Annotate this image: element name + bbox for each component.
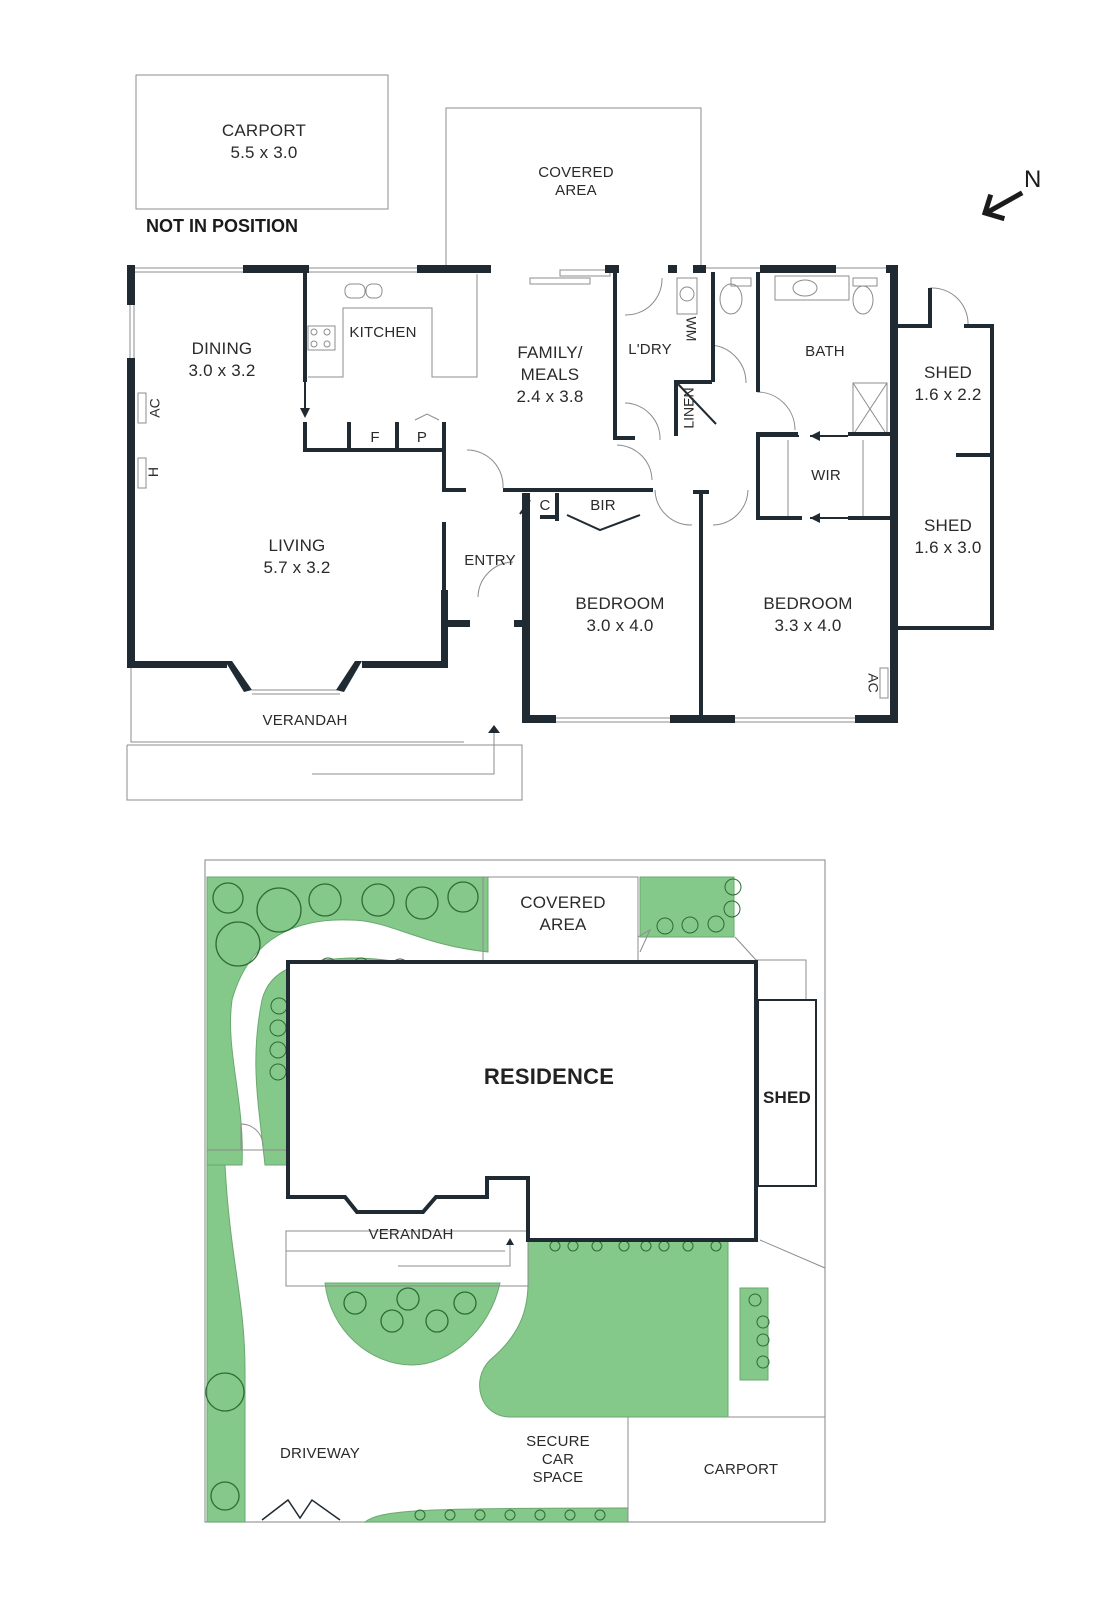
linen-label: LINEN: [680, 387, 697, 429]
garden-bottom-strip: [363, 1507, 629, 1523]
room-c: C: [539, 497, 551, 514]
covered-area-label: COVERED AREA: [538, 164, 614, 199]
covered-area-outline: [445, 107, 702, 268]
not-in-position-note: NOT IN POSITION: [146, 216, 299, 236]
garden-left-strip: [206, 1164, 246, 1523]
shrub-icons: [269, 878, 770, 1521]
carport-label: CARPORT 5.5 x 3.0: [221, 121, 307, 162]
fridge-label: F: [370, 429, 380, 446]
pantry-label: P: [416, 429, 428, 446]
driveway-label: DRIVEWAY: [280, 1445, 360, 1462]
site-carport-label: CARPORT: [703, 1461, 779, 1478]
garden-lawn: [479, 1239, 729, 1418]
ac-dining-label: AC: [146, 398, 163, 418]
room-laundry: L'DRY: [628, 341, 672, 358]
site-shed-label: SHED: [762, 1088, 812, 1107]
room-bedroom-1: BEDROOM 3.0 x 4.0: [575, 594, 665, 635]
residence-outline: [286, 960, 758, 1242]
verandah-outline: [130, 667, 464, 743]
garden-side-bed: [739, 1287, 769, 1381]
room-entry: ENTRY: [464, 552, 516, 569]
garden-curve-inner: [255, 957, 456, 1166]
site-covered-area-label: COVERED AREA: [520, 893, 606, 934]
room-living: LIVING 5.7 x 3.2: [263, 536, 331, 577]
wm-label: WM: [683, 316, 700, 342]
ac-bedroom-label: AC: [865, 673, 882, 693]
secure-car-space-label: SECURE CAR SPACE: [526, 1433, 590, 1486]
carport-outline: [135, 74, 389, 210]
garden-top-right: [639, 876, 735, 938]
floor-plan-drawing: [126, 74, 1024, 801]
room-bedroom-2: BEDROOM 3.3 x 4.0: [763, 594, 853, 635]
site-verandah-label: VERANDAH: [368, 1226, 454, 1243]
room-shed-1: SHED 1.6 x 2.2: [914, 363, 982, 404]
heater-label: H: [145, 466, 162, 478]
room-wir: WIR: [811, 467, 841, 484]
site-boundary: [204, 859, 826, 1523]
room-bir: BIR: [590, 497, 616, 514]
room-bath: BATH: [805, 343, 845, 360]
room-shed-2: SHED 1.6 x 3.0: [914, 516, 982, 557]
garden-semicircle: [324, 1282, 501, 1366]
tree-icons: [205, 881, 479, 1511]
north-arrow-icon: [981, 190, 1024, 222]
site-shed-ext: [755, 959, 807, 1001]
room-kitchen: KITCHEN: [349, 324, 417, 341]
room-dining: DINING 3.0 x 3.2: [188, 339, 256, 380]
compass-north-label: N: [1024, 166, 1042, 193]
residence-label: RESIDENCE: [483, 1064, 615, 1089]
room-family-meals: FAMILY/ MEALS 2.4 x 3.8: [516, 343, 584, 406]
room-verandah: VERANDAH: [262, 712, 348, 729]
gate-icon: [261, 1498, 341, 1521]
garden-top-left: [206, 876, 489, 1166]
